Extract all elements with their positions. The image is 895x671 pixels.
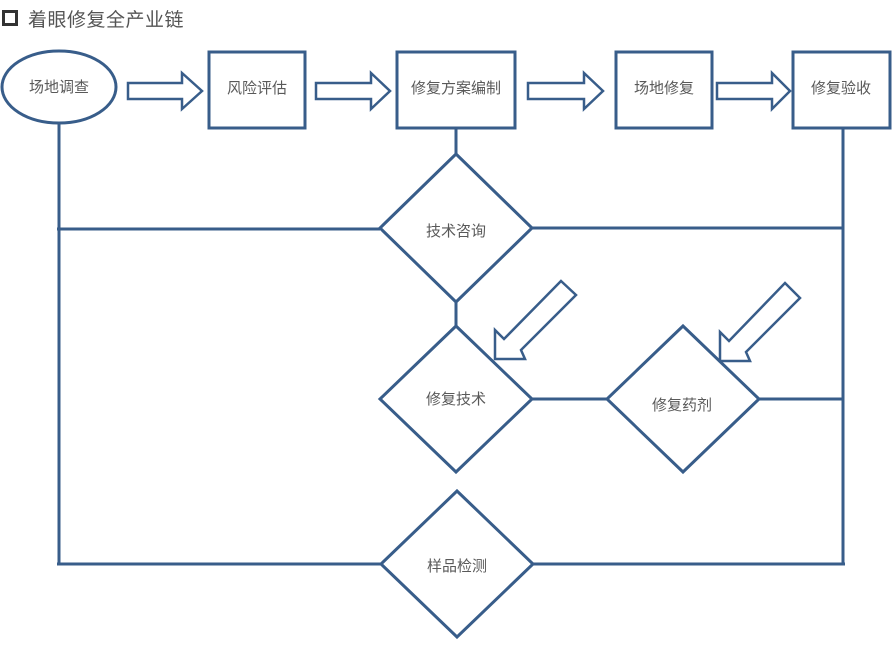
node-remediation-agent[interactable]: 修复药剂 [604,323,762,475]
node-label: 场地修复 [634,79,694,97]
connector-lines [57,123,845,566]
hollow-square-bullet-icon [2,10,18,26]
right-arrow-icon [126,70,204,112]
rectangle-shape [395,50,517,130]
block-arrows [126,69,792,113]
node-label: 修复技术 [426,390,486,408]
node-remediation-plan[interactable]: 修复方案编制 [395,50,517,130]
node-label: 修复验收 [811,79,871,97]
section-title: 着眼修复全产业链 [0,4,184,32]
node-label: 风险评估 [227,79,287,97]
diamond-shape [604,323,762,475]
node-remediation-acceptance[interactable]: 修复验收 [791,50,892,130]
rectangle-shape [614,50,714,130]
diamond-shape [377,151,535,305]
right-arrow-icon [314,70,392,112]
node-risk-assessment[interactable]: 风险评估 [207,50,307,130]
down-left-arrow-icon [718,281,802,363]
node-site-survey[interactable]: 场地调查 [0,49,118,125]
node-label: 样品检测 [427,557,487,575]
node-label: 修复药剂 [652,396,712,414]
rectangle-shape [791,50,892,130]
node-sample-testing[interactable]: 样品检测 [378,488,536,640]
pointer-arrow-technology [493,279,578,361]
node-label: 技术咨询 [426,222,486,240]
node-technical-consulting[interactable]: 技术咨询 [377,151,535,305]
diamond-shape [377,323,535,475]
ellipse-shape [0,49,118,125]
node-label: 修复方案编制 [411,79,501,97]
diamond-shape [378,488,536,640]
node-remediation-technology[interactable]: 修复技术 [377,323,535,475]
node-site-remediation[interactable]: 场地修复 [614,50,714,130]
rectangle-shape [207,50,307,130]
section-title-text: 着眼修复全产业链 [28,8,185,31]
right-arrow-icon [715,69,792,113]
down-left-arrow-icon [493,279,578,361]
right-arrow-icon [526,70,605,112]
pointer-arrow-agent [718,281,802,363]
node-label: 场地调查 [29,78,89,96]
